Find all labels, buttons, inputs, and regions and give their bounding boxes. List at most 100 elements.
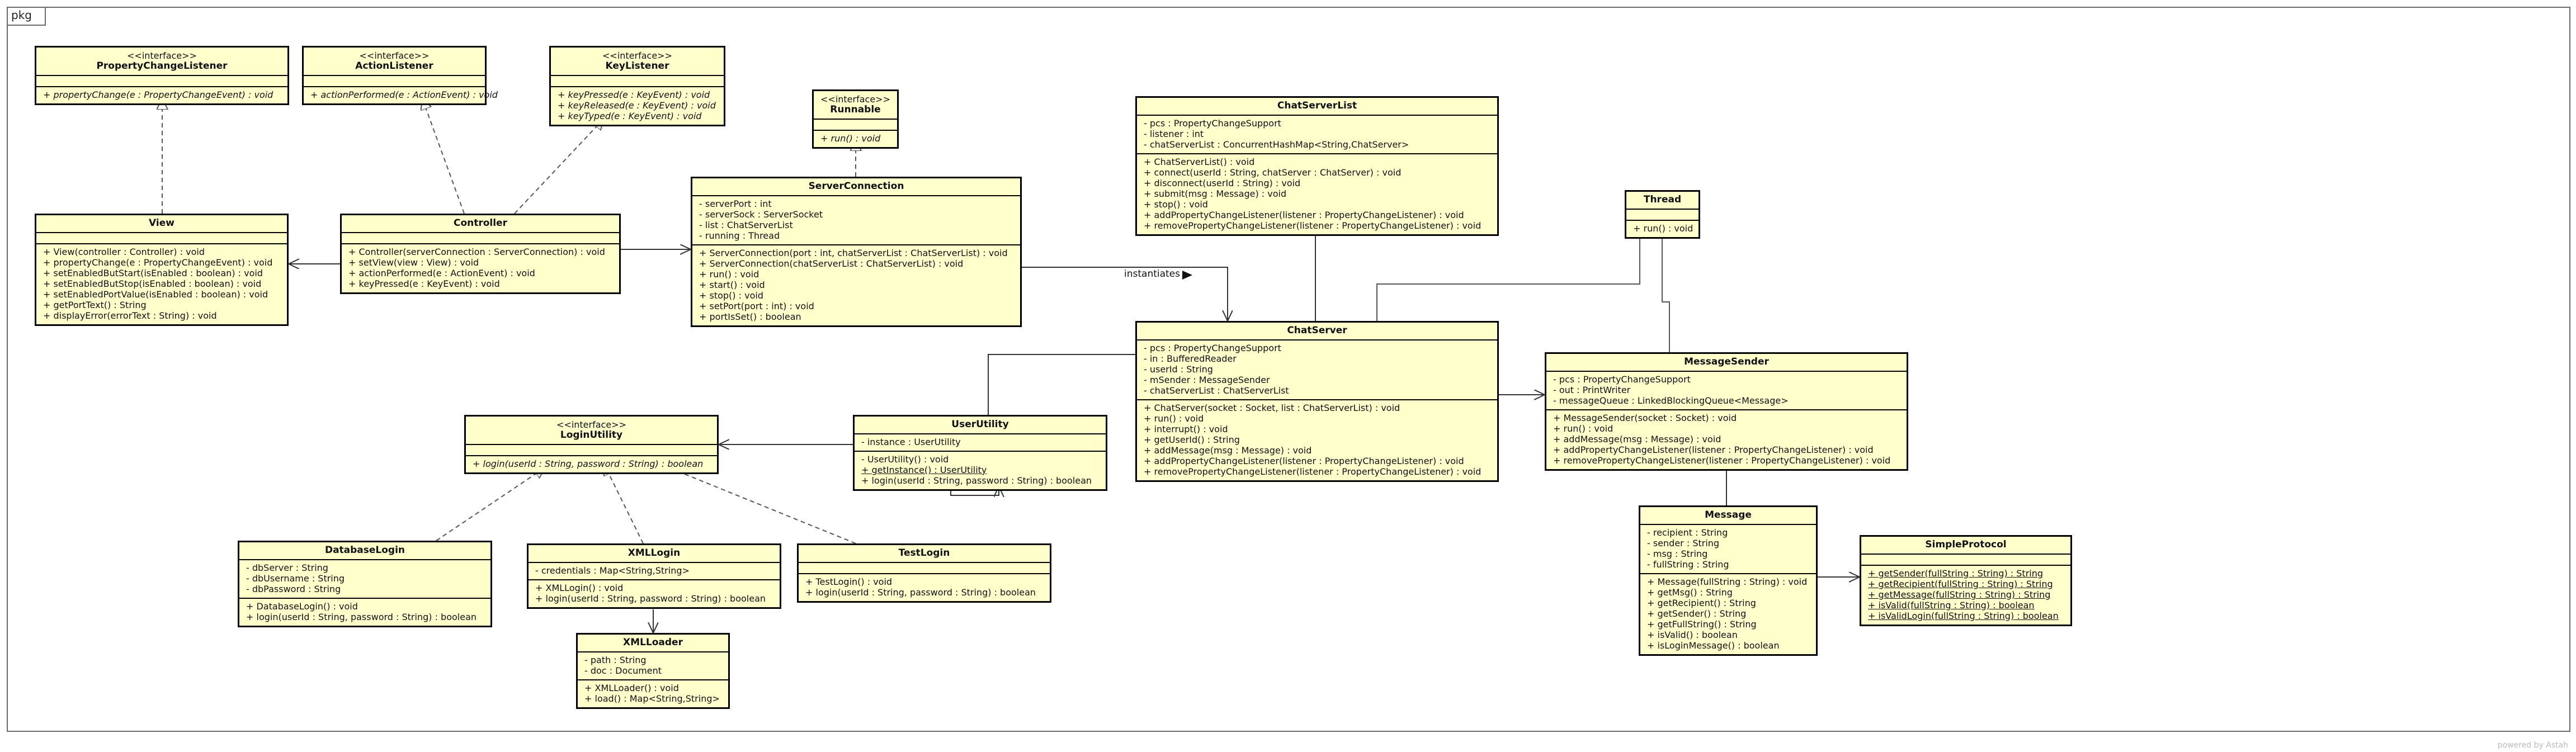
operation: + keyTyped(e : KeyEvent) : void (558, 111, 702, 121)
class-header: UserUtility (855, 417, 1106, 434)
attribute: - dbPassword : String (246, 584, 341, 594)
attributes-compartment: - pcs : PropertyChangeSupport- listener … (1137, 116, 1497, 154)
attributes-compartment (799, 563, 1050, 574)
operation: + XMLLoader() : void (584, 683, 679, 693)
class-server-connection[interactable]: ServerConnection - serverPort : int- serv… (691, 177, 1022, 327)
operation: + run() : void (1553, 423, 1613, 434)
class-name: ServerConnection (808, 181, 904, 192)
class-header: XMLLoader (578, 635, 728, 652)
operation: + run() : void (699, 269, 759, 280)
operation: + isValid(fullString : String) : boolean (1868, 600, 2035, 611)
class-chat-server[interactable]: ChatServer - pcs : PropertyChangeSupport -… (1135, 321, 1499, 482)
class-header: XMLLogin (529, 545, 780, 563)
operation: + start() : void (699, 280, 765, 290)
class-name: MessageSender (1684, 356, 1769, 367)
operation: + addMessage(msg : Message) : void (1144, 445, 1312, 456)
class-xml-login[interactable]: XMLLogin- credentials : Map<String,Strin… (527, 543, 781, 609)
operations-compartment: + ChatServer(socket : Socket, list : Cha… (1137, 400, 1497, 480)
operations-compartment: + login(userId : String, password : Stri… (466, 456, 717, 472)
operation: + getSender(fullString : String) : Strin… (1868, 568, 2044, 579)
class-header: <<interface>>LoginUtility (466, 417, 717, 445)
class-runnable[interactable]: <<interface>>Runnable + run() : void (812, 89, 899, 149)
operation: + Controller(serverConnection : ServerCo… (348, 247, 605, 257)
class-name: SimpleProtocol (1925, 539, 2007, 550)
operation: + DatabaseLogin() : void (246, 601, 358, 612)
operation: + getMsg() : String (1647, 587, 1733, 598)
realization-databaselogin-loginutility (436, 467, 545, 541)
attribute: - recipient : String (1647, 527, 1728, 538)
class-name: TestLogin (898, 547, 950, 559)
operation: - UserUtility() : void (861, 454, 949, 465)
generalization-messagesender-thread (1662, 226, 1670, 352)
attributes-compartment: - dbServer : String- dbUsername : String… (239, 560, 490, 599)
operation: + setEnabledButStop(isEnabled : boolean)… (43, 278, 262, 289)
operations-compartment: + run() : void (1626, 221, 1699, 237)
attributes-compartment (36, 76, 287, 87)
class-thread[interactable]: Thread + run() : void (1625, 190, 1700, 239)
operation: + propertyChange(e : PropertyChangeEvent… (43, 257, 273, 268)
realization-controller-actionlistener (422, 98, 465, 214)
attributes-compartment: - serverPort : int- serverSock : ServerS… (692, 196, 1020, 245)
operation: + connect(userId : String, chatServer : … (1144, 167, 1402, 178)
attributes-compartment: - recipient : String- sender : String- m… (1640, 525, 1816, 574)
class-name: XMLLogin (628, 547, 681, 559)
operation: + load() : Map<String,String> (584, 693, 720, 704)
stereotype-label: <<interface>> (556, 419, 626, 430)
operations-compartment: + ServerConnection(port : int, chatServe… (692, 245, 1020, 325)
class-name: ChatServer (1287, 325, 1347, 336)
realization-xmllogin-loginutility (604, 464, 644, 544)
class-chat-server-list[interactable]: ChatServerList - pcs : PropertyChangeSupp… (1135, 96, 1499, 236)
operations-compartment: + run() : void (814, 131, 897, 147)
class-action-listener[interactable]: <<interface>>ActionListener+ actionPerfo… (302, 46, 498, 105)
attribute: - mSender : MessageSender (1144, 375, 1270, 385)
self-association-userutility (950, 486, 999, 495)
class-xml-loader[interactable]: XMLLoader - path : String- doc : Document… (576, 633, 730, 709)
attribute: - dbUsername : String (246, 573, 345, 584)
operations-compartment: + ChatServerList() : void+ connect(userI… (1137, 154, 1497, 234)
attribute: - path : String (584, 655, 647, 665)
class-header: <<interface>>KeyListener (551, 48, 724, 76)
operations-compartment: - UserUtility() : void+ getInstance() : … (855, 452, 1106, 489)
operation: + removePropertyChangeListener(listener … (1144, 220, 1482, 231)
class-property-change-listener[interactable]: <<interface>>PropertyChangeListener + pro… (35, 46, 289, 105)
class-header: <<interface>>ActionListener (304, 48, 485, 76)
attribute: - listener : int (1144, 129, 1204, 139)
class-user-utility[interactable]: UserUtility - instance : UserUtility - Use… (853, 415, 1107, 491)
class-header: Thread (1626, 192, 1699, 210)
class-test-login[interactable]: TestLogin+ TestLogin() : void+ login(use… (797, 543, 1051, 603)
operation: + submit(msg : Message) : void (1144, 188, 1287, 199)
attribute: - doc : Document (584, 665, 662, 676)
attributes-compartment (304, 76, 485, 87)
attribute: - pcs : PropertyChangeSupport (1553, 374, 1691, 385)
class-simple-protocol[interactable]: SimpleProtocol + getSender(fullString : S… (1860, 535, 2072, 626)
attribute: - messageQueue : LinkedBlockingQueue<Mes… (1553, 395, 1789, 406)
attribute: - fullString : String (1647, 559, 1729, 570)
operation: + addPropertyChangeListener(listener : P… (1144, 210, 1464, 220)
class-login-utility[interactable]: <<interface>>LoginUtility + login(userId … (464, 415, 719, 474)
operation: + setPort(port : int) : void (699, 301, 814, 311)
class-header: <<interface>>PropertyChangeListener (36, 48, 287, 76)
attribute: - dbServer : String (246, 562, 328, 573)
class-key-listener[interactable]: <<interface>>KeyListener+ keyPressed(e :… (549, 46, 725, 126)
class-name: ChatServerList (1277, 100, 1357, 111)
class-database-login[interactable]: DatabaseLogin- dbServer : String- dbUser… (238, 541, 492, 627)
class-view[interactable]: View+ View(controller : Controller) : vo… (35, 214, 289, 326)
class-name: Message (1705, 509, 1752, 521)
instantiates-serverconnection-chatserver (1022, 267, 1228, 321)
operation: + propertyChange(e : PropertyChangeEvent… (43, 89, 273, 100)
attribute: - instance : UserUtility (861, 437, 961, 447)
operation: + ServerConnection(port : int, chatServe… (699, 248, 1008, 258)
operation: + stop() : void (1144, 199, 1208, 210)
operation: + login(userId : String, password : Stri… (246, 612, 477, 622)
attribute: - pcs : PropertyChangeSupport (1144, 343, 1281, 353)
package-frame (7, 7, 2570, 732)
class-message-sender[interactable]: MessageSender - pcs : PropertyChangeSuppo… (1545, 352, 1908, 471)
operation: + disconnect(userId : String) : void (1144, 178, 1301, 188)
class-controller[interactable]: Controller+ Controller(serverConnection … (340, 214, 621, 294)
class-header: ServerConnection (692, 178, 1020, 196)
class-header: <<interface>>Runnable (814, 91, 897, 120)
class-header: ChatServerList (1137, 98, 1497, 116)
operation: + isLoginMessage() : boolean (1647, 640, 1780, 651)
class-message[interactable]: Message - recipient : String- sender : St… (1639, 505, 1818, 656)
